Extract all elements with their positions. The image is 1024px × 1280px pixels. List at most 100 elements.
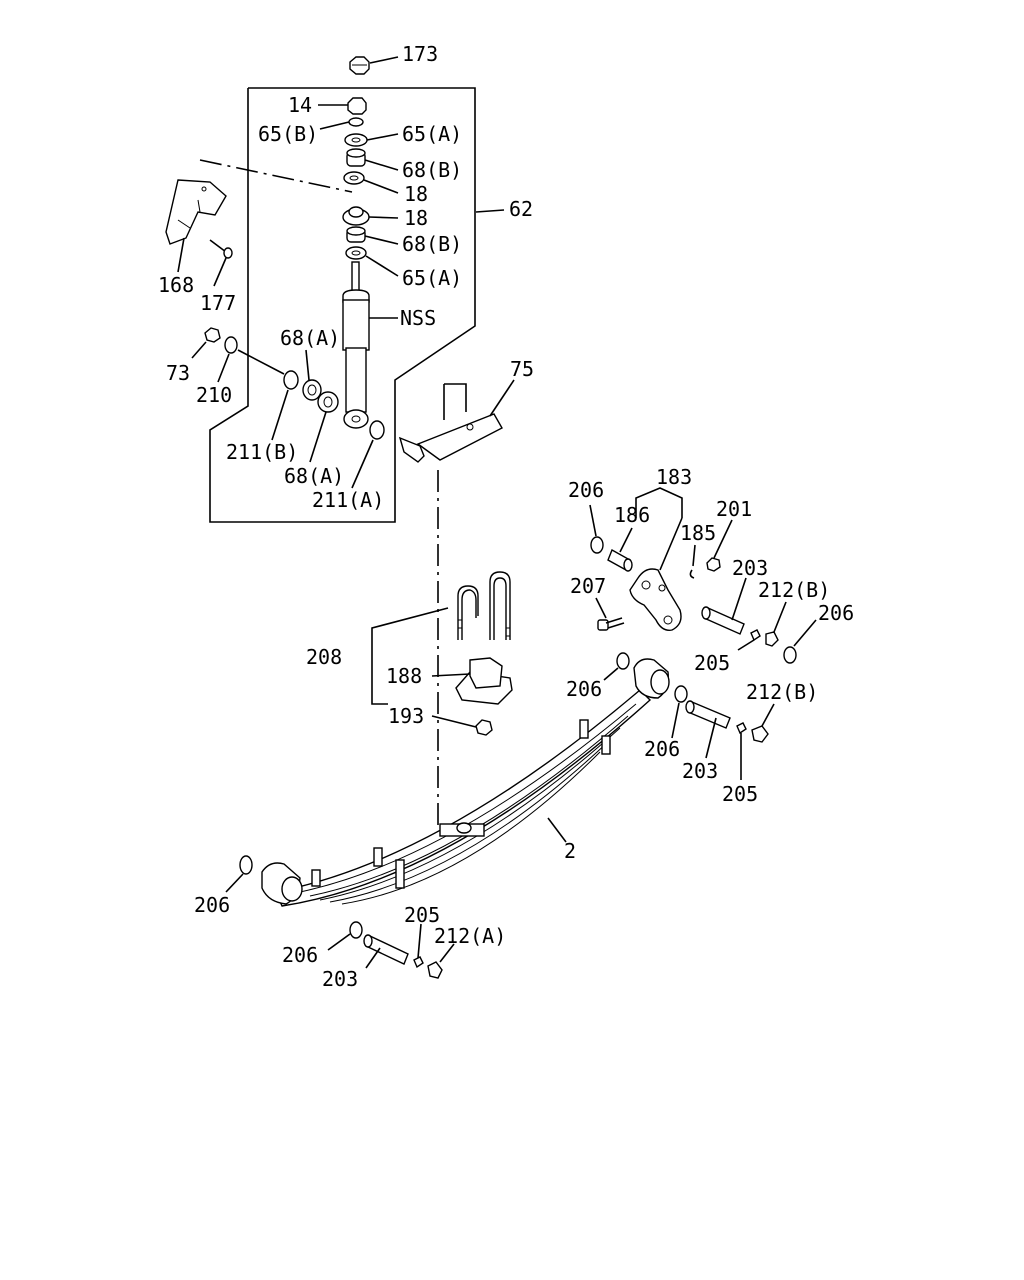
leader-212a xyxy=(439,943,455,963)
part-203-pin-a xyxy=(701,606,745,635)
leader-75 xyxy=(489,379,515,417)
part-211b-washer xyxy=(283,370,299,390)
leader-183 xyxy=(635,487,683,518)
part-203-pin-c xyxy=(363,934,409,965)
leader-205-a xyxy=(737,639,755,651)
part-203-pin-b xyxy=(685,700,731,729)
label-206-c: 206 xyxy=(566,677,602,701)
part-68a-bushing-right xyxy=(317,391,339,413)
leader-207 xyxy=(595,597,607,619)
part-206-washer-d xyxy=(674,685,688,703)
label-211a: 211(A) xyxy=(312,488,384,512)
leader-177 xyxy=(213,257,227,287)
leader-68a-bottom xyxy=(309,411,327,463)
leader-68b-top xyxy=(364,159,399,171)
part-2-leaf-spring xyxy=(261,658,670,907)
part-212a-cap xyxy=(427,961,443,979)
label-201: 201 xyxy=(716,497,752,521)
label-212a: 212(A) xyxy=(434,924,506,948)
label-2: 2 xyxy=(564,839,576,863)
part-75-bracket xyxy=(398,383,503,463)
centerline-bracket-to-shock xyxy=(199,159,353,193)
label-206-d: 206 xyxy=(644,737,680,761)
leader-206-b xyxy=(793,619,817,647)
part-206-washer-b xyxy=(783,646,797,664)
label-65b: 65(B) xyxy=(258,122,318,146)
label-207: 207 xyxy=(570,574,606,598)
label-65a-top: 65(A) xyxy=(402,122,462,146)
leader-210-to-211b xyxy=(237,349,285,375)
part-205-nipple-a xyxy=(750,629,761,642)
part-168-bracket xyxy=(165,179,227,245)
shock-absorber xyxy=(342,261,370,429)
label-203-c: 203 xyxy=(322,967,358,991)
label-205-a: 205 xyxy=(694,651,730,675)
label-188: 188 xyxy=(386,664,422,688)
label-14: 14 xyxy=(288,93,312,117)
leader-206-e xyxy=(225,873,244,893)
part-205-nipple-c xyxy=(413,956,424,969)
label-173: 173 xyxy=(402,42,438,66)
label-185: 185 xyxy=(680,521,716,545)
leader-203-b xyxy=(705,717,717,759)
leader-201 xyxy=(713,519,733,559)
leader-168 xyxy=(177,237,185,273)
part-206-washer-c xyxy=(616,652,630,670)
leader-68a-top xyxy=(305,349,310,381)
part-188-bump-stopper xyxy=(455,657,513,705)
label-68b-top: 68(B) xyxy=(402,158,462,182)
leader-206-c xyxy=(603,667,619,681)
part-205-nipple-b xyxy=(736,722,747,735)
part-211a-washer xyxy=(369,420,385,440)
leader-62 xyxy=(475,209,505,213)
leader-73 xyxy=(191,341,207,359)
part-18-retainer-bottom xyxy=(342,206,370,226)
leader-205-c xyxy=(417,923,422,959)
label-212b-b: 212(B) xyxy=(746,680,818,704)
part-68a-bushing-left xyxy=(302,379,322,401)
leader-211a xyxy=(351,439,374,489)
leader-65a-bottom xyxy=(365,255,399,277)
label-203-a: 203 xyxy=(732,556,768,580)
leader-208-bracket xyxy=(371,607,449,705)
leader-185 xyxy=(692,544,696,567)
part-193-nut xyxy=(475,719,493,736)
leader-68b-bottom xyxy=(364,235,399,245)
shock-assembly-outline xyxy=(209,87,476,523)
leader-2 xyxy=(547,817,567,843)
leader-211b xyxy=(271,389,289,441)
label-183: 183 xyxy=(656,465,692,489)
part-177-bolt xyxy=(209,239,233,259)
label-210: 210 xyxy=(196,383,232,407)
label-62: 62 xyxy=(509,197,533,221)
part-186-pin xyxy=(607,549,633,572)
leader-183-to-shackle xyxy=(659,517,683,571)
leader-186 xyxy=(619,527,633,553)
leader-210 xyxy=(217,353,230,383)
leader-212b-a xyxy=(773,601,787,633)
label-206-a: 206 xyxy=(568,478,604,502)
label-212b-a: 212(B) xyxy=(758,578,830,602)
part-185-clip xyxy=(689,569,695,579)
leader-188 xyxy=(431,673,471,677)
part-210-washer xyxy=(224,336,238,354)
part-14-nut xyxy=(347,97,367,115)
leader-173 xyxy=(369,56,399,64)
label-208: 208 xyxy=(306,645,342,669)
leader-18-bottom xyxy=(368,216,399,219)
label-73: 73 xyxy=(166,361,190,385)
leader-212b-b xyxy=(761,703,775,727)
part-201-nut xyxy=(706,557,721,572)
leader-193 xyxy=(431,715,477,728)
label-68a-top: 68(A) xyxy=(280,326,340,350)
part-65b-washer xyxy=(348,117,364,127)
part-212b-cap-b xyxy=(751,725,769,743)
leader-65a-top xyxy=(366,133,399,141)
part-206-washer-a xyxy=(590,536,604,554)
part-208-u-bolts xyxy=(457,571,511,640)
label-nss: NSS xyxy=(400,306,436,330)
label-177: 177 xyxy=(200,291,236,315)
leader-206-a xyxy=(589,504,597,537)
label-203-b: 203 xyxy=(682,759,718,783)
